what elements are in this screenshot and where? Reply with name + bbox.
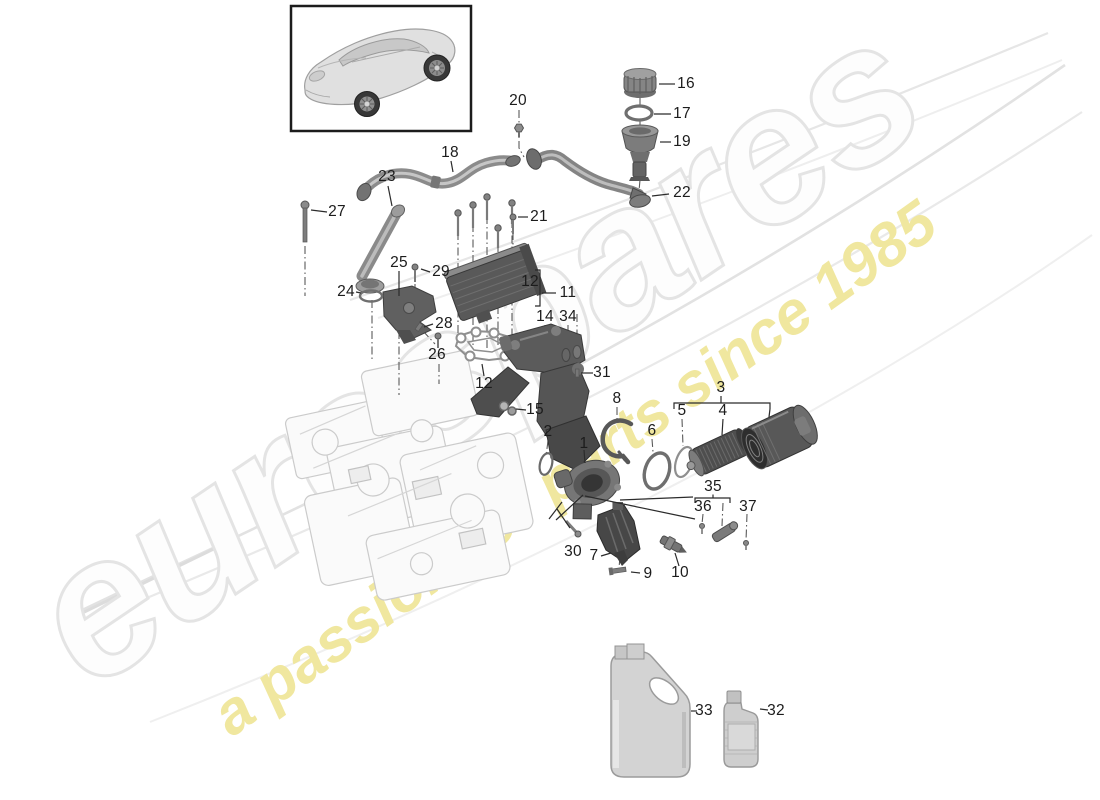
swoosh-arc [79, 111, 1083, 628]
stud [414, 322, 424, 332]
vent-pipe-left [356, 155, 521, 202]
vent-pipe-right [526, 148, 651, 208]
car-illustration [304, 28, 456, 117]
swoosh-arc [349, 31, 1049, 302]
washer [572, 345, 582, 359]
stud [575, 368, 580, 378]
filler-pipe [355, 204, 406, 294]
swoosh-arc [71, 540, 229, 620]
cooler-screws [454, 193, 517, 248]
fastening-nut [513, 123, 525, 137]
engine-block [284, 350, 534, 601]
o-ring-small [538, 452, 554, 476]
retainer-eyelet [498, 400, 517, 416]
washer [561, 348, 571, 362]
oil-filler-neck [621, 124, 659, 181]
banjo-fitting [711, 521, 739, 543]
tiny-screw [699, 523, 705, 534]
filter-flange [553, 459, 622, 520]
long-bolt [300, 200, 310, 243]
cap-seal-ring [624, 104, 654, 122]
pipe-o-ring [358, 289, 384, 303]
oil-canister-large [610, 643, 691, 778]
car-rear-wheel [423, 54, 451, 82]
mount-screw [564, 519, 582, 538]
oil-pressure-sensor [659, 535, 687, 553]
guard-bolt [608, 566, 627, 576]
oil-cooler [443, 242, 547, 324]
support-bracket [382, 285, 437, 344]
retaining-clip [600, 418, 634, 465]
leader-lines [310, 83, 771, 712]
oil-filter-housing [741, 404, 818, 470]
car-front-wheel [354, 91, 380, 117]
oil-filler-cap [623, 68, 657, 98]
small-screw [434, 332, 442, 348]
oil-bottle-small [723, 690, 759, 768]
bracket-screw [411, 263, 419, 282]
chain-guard [596, 502, 641, 566]
o-ring-large [642, 451, 672, 491]
tiny-screw [743, 540, 749, 550]
